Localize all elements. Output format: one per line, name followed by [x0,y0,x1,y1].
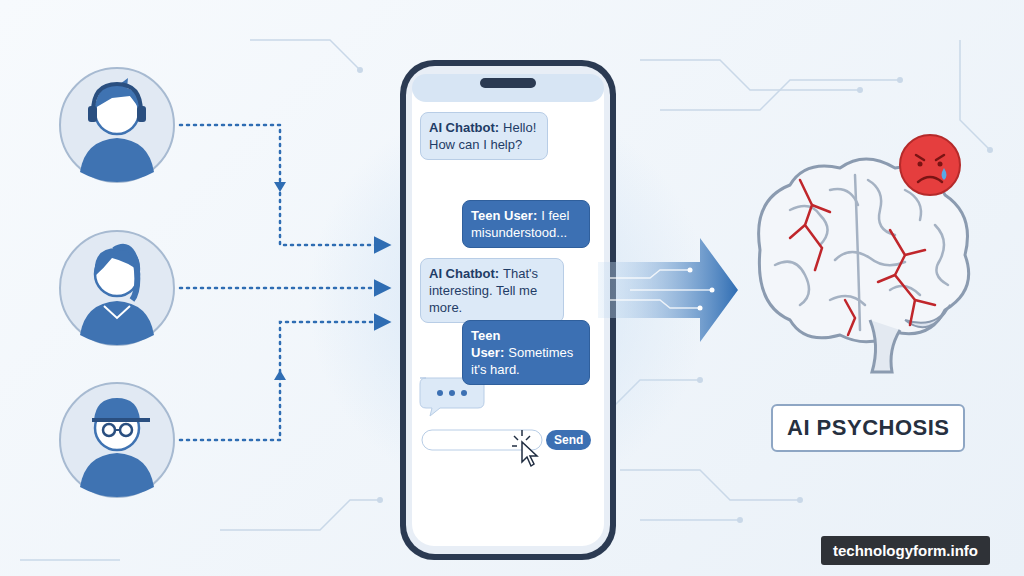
speaker-name: AI Chatbot: [429,266,499,281]
message-text: AI PSYCHOSIS [787,415,949,440]
send-button: Send [546,430,591,450]
flow-arrow [598,238,738,342]
dotted-arrows [180,125,388,440]
watermark: technologyform.info [821,536,990,565]
smartphone [400,60,616,560]
watermark-text: technologyform.info [833,542,978,559]
circuit-lines [20,40,990,560]
speaker-name: Teen User: [471,328,504,360]
user-bubble: Teen User:I feel misunderstood... [462,200,590,248]
speaker-name: AI Chatbot: [429,120,499,135]
user-bubble: Teen User:Sometimes it's hard. [462,320,590,385]
speaker-name: Teen User: [471,208,537,223]
brain-illustration [759,135,969,372]
user-avatars [60,68,174,497]
message-text: Send [554,433,583,447]
chatbot-bubble: AI Chatbot:That's interesting. Tell me m… [420,258,564,323]
chatbot-bubble: AI Chatbot:Hello! How can I help? [420,112,548,160]
title-box: AI PSYCHOSIS [771,404,965,452]
